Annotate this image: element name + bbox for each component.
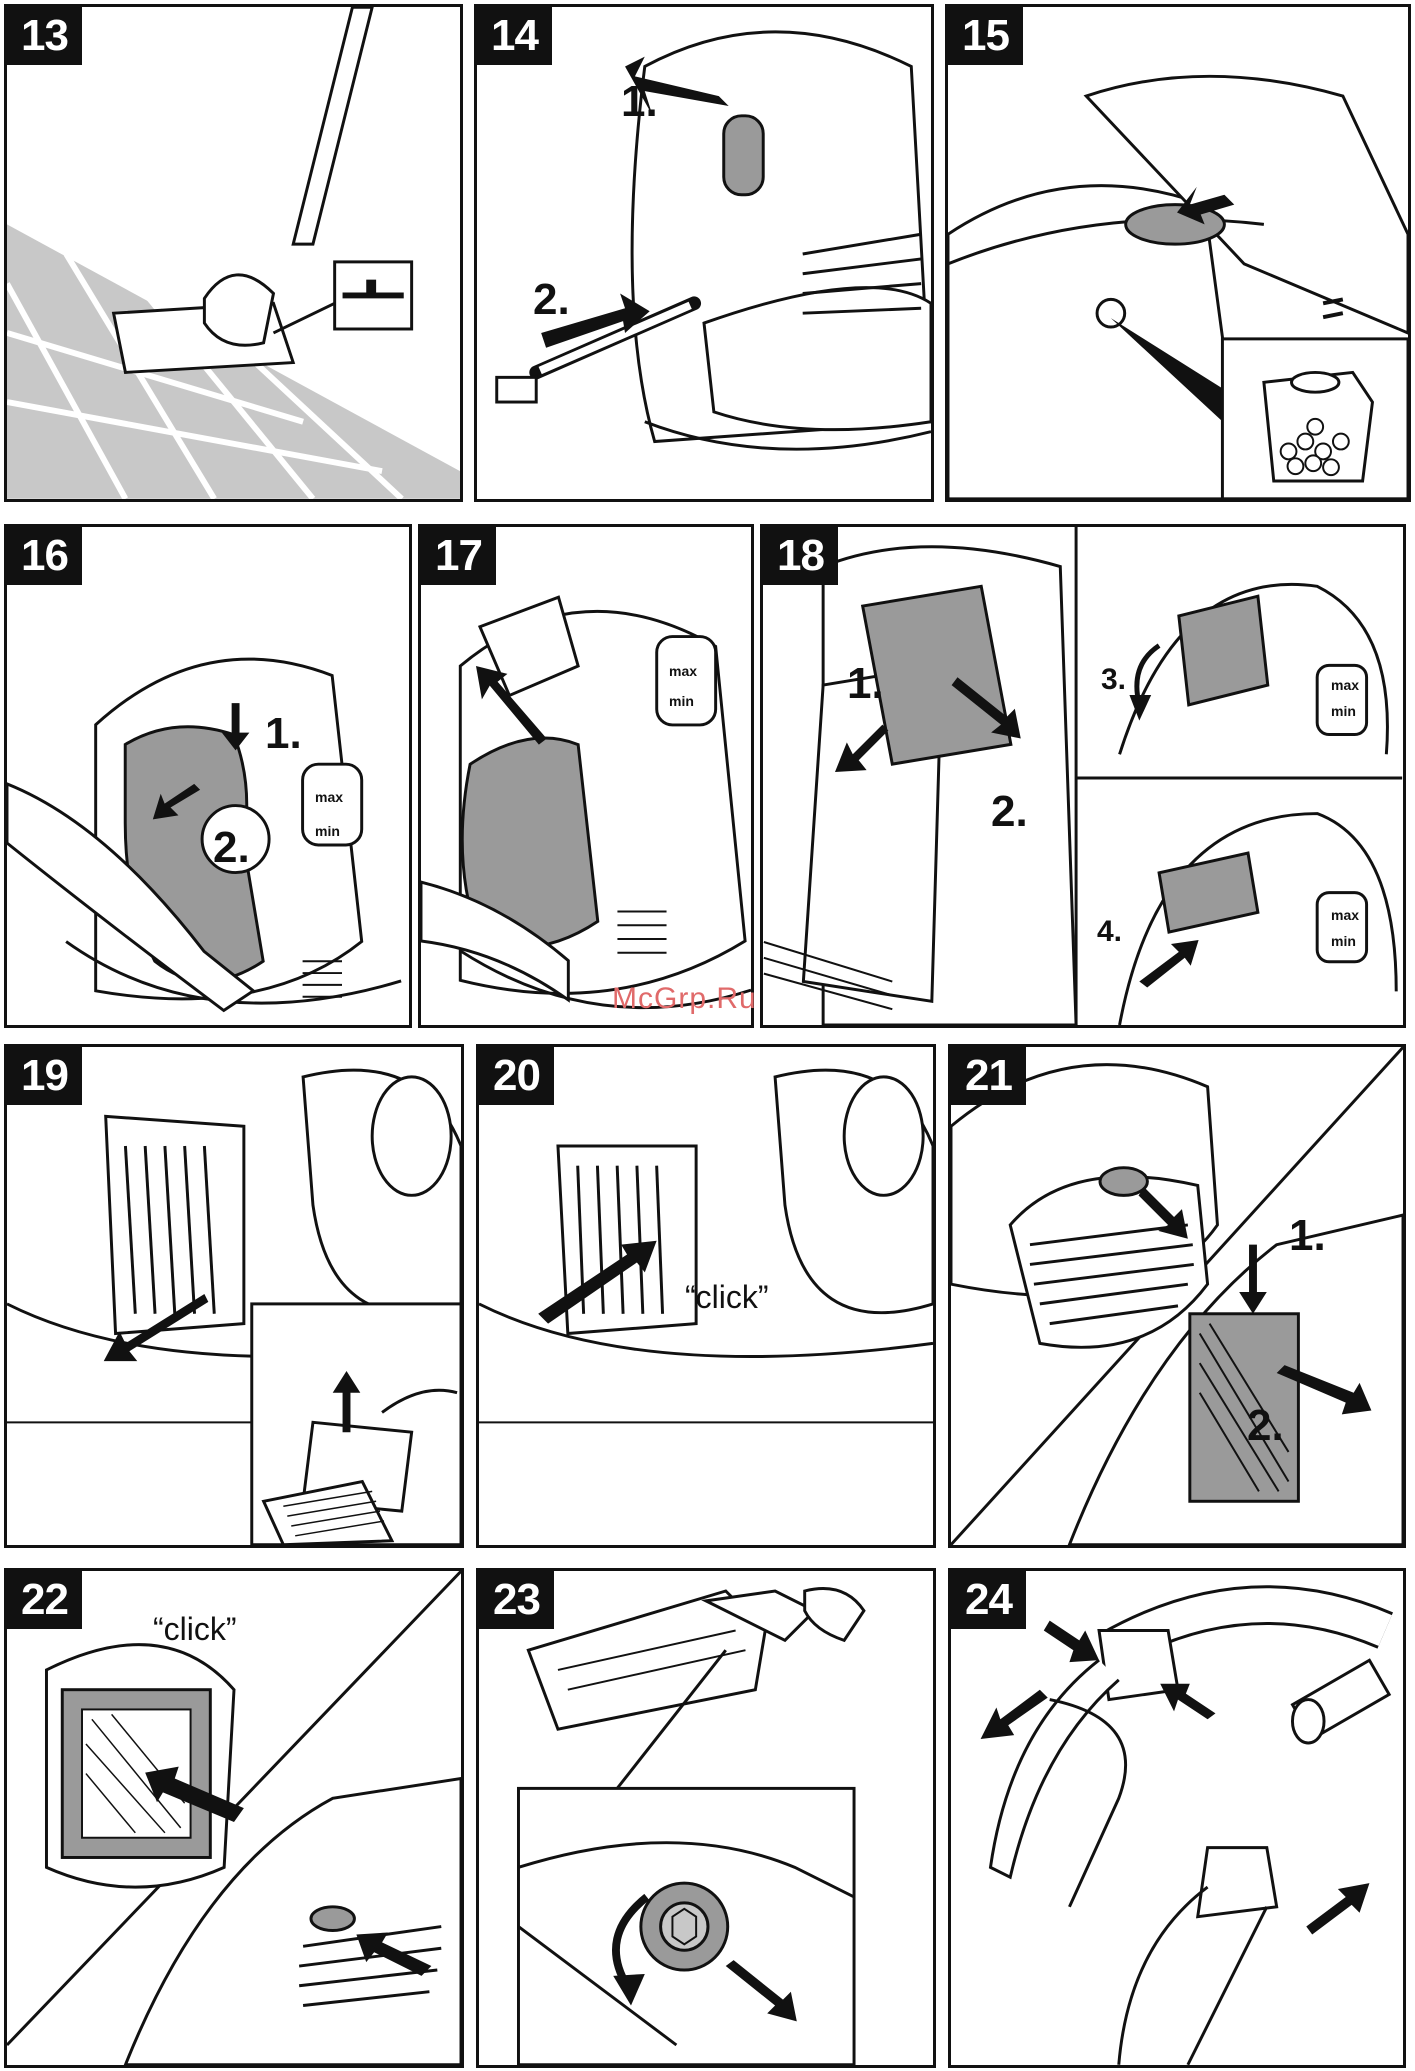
panel-21: 21 1. 2. <box>948 1044 1406 1548</box>
panel-number: 14 <box>477 7 552 65</box>
exhaust-filter-removal-illustration <box>951 1047 1403 1545</box>
panel-number: 17 <box>421 527 496 585</box>
gauge-max-label: max <box>1331 677 1359 693</box>
panel-number: 19 <box>7 1047 82 1105</box>
gauge-min-label: min <box>1331 703 1356 719</box>
hose-handle-detach-illustration <box>951 1571 1403 2065</box>
panel-number: 16 <box>7 527 82 585</box>
gauge-min-label: min <box>1331 933 1356 949</box>
panel-23: 23 <box>476 1568 936 2068</box>
floor-nozzle-illustration <box>7 7 460 499</box>
panel-13: 13 <box>4 4 463 502</box>
panel-19: 19 <box>4 1044 464 1548</box>
step-label-2: 2. <box>1247 1401 1284 1451</box>
step-label-3: 3. <box>1101 663 1126 697</box>
panel-24: 24 <box>948 1568 1406 2068</box>
step-label-2: 2. <box>533 275 570 325</box>
step-label-4: 4. <box>1097 915 1122 949</box>
gauge-min-label: min <box>315 823 340 839</box>
step-label-2: 2. <box>991 787 1028 837</box>
power-button-and-plug-illustration <box>477 7 931 499</box>
panel-18: 18 1. 2. 3. 4. max min max min <box>760 524 1406 1028</box>
panel-22: 22 “click” <box>4 1568 464 2068</box>
step-label-1: 1. <box>265 709 302 759</box>
panel-number: 15 <box>948 7 1023 65</box>
panel-number: 21 <box>951 1047 1026 1105</box>
panel-14: 14 1. 2. <box>474 4 934 502</box>
panel-number: 18 <box>763 527 838 585</box>
panel-number: 20 <box>479 1047 554 1105</box>
bag-removal-illustration <box>7 527 409 1025</box>
panel-number: 23 <box>479 1571 554 1629</box>
click-sound-label: “click” <box>685 1279 769 1316</box>
panel-17: 17 max min <box>418 524 754 1028</box>
step-label-1: 1. <box>621 77 658 127</box>
step-label-2: 2. <box>213 823 250 873</box>
panel-20: 20 “click” <box>476 1044 936 1548</box>
panel-number: 13 <box>7 7 82 65</box>
panel-number: 22 <box>7 1571 82 1629</box>
gauge-max-label: max <box>1331 907 1359 923</box>
bag-lift-out-illustration <box>421 527 751 1025</box>
step-label-1: 1. <box>847 659 884 709</box>
panel-number: 24 <box>951 1571 1026 1629</box>
gauge-max-label: max <box>669 663 697 679</box>
gauge-max-label: max <box>315 789 343 805</box>
step-label-1: 1. <box>1289 1211 1326 1261</box>
gauge-min-label: min <box>669 693 694 709</box>
watermark: McGrp.Ru <box>612 982 757 1016</box>
dust-bag-indicator-illustration <box>948 7 1408 499</box>
click-sound-label: “click” <box>153 1611 237 1648</box>
bag-holder-illustration <box>763 527 1403 1025</box>
panel-15: 15 <box>945 4 1411 502</box>
nozzle-cleaning-illustration <box>479 1571 933 2065</box>
motor-filter-removal-illustration <box>7 1047 461 1545</box>
panel-16: 16 1. 2. max min <box>4 524 412 1028</box>
